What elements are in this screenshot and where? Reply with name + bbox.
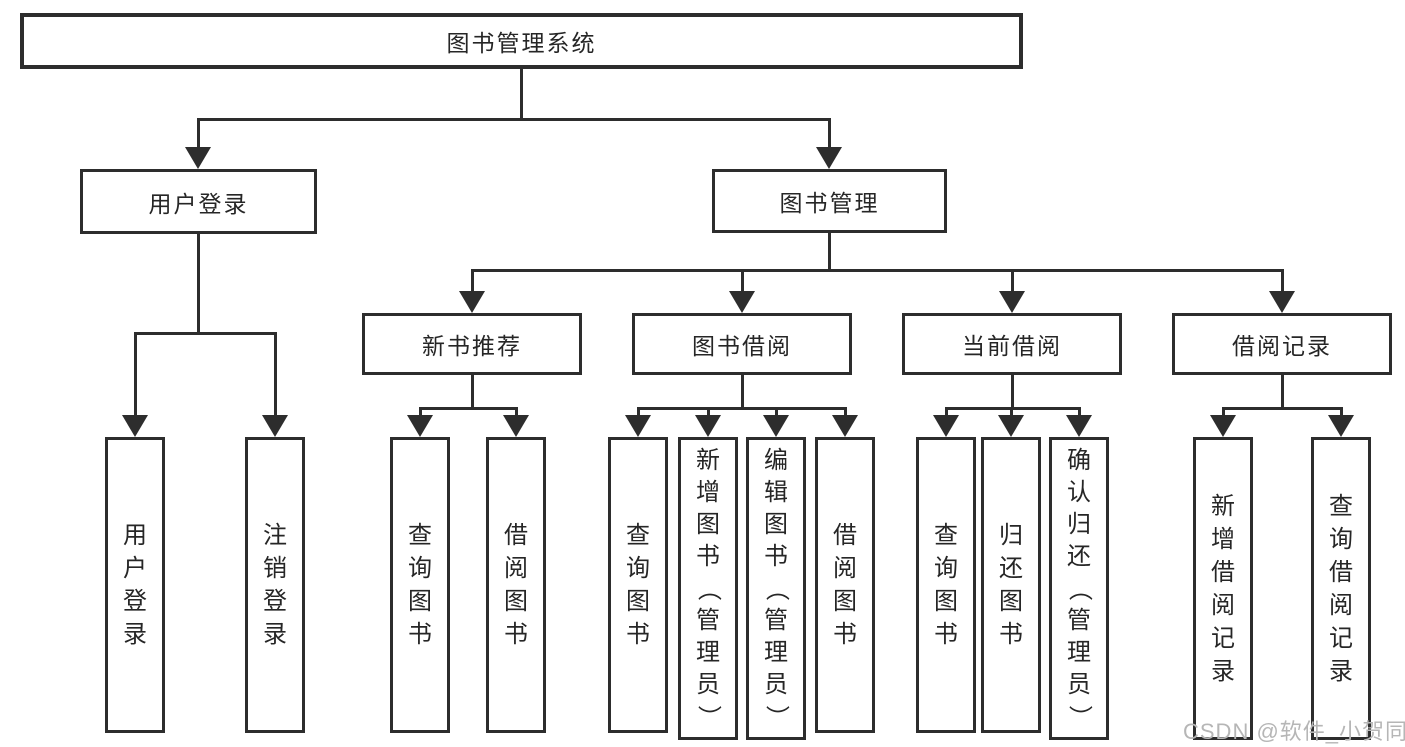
node-book-borrow: 图书借阅 [632, 313, 852, 375]
watermark: CSDN @软件_小贺同学 [1183, 719, 1405, 744]
node-borrow-records: 借阅记录 [1172, 313, 1392, 375]
node-root: 图书管理系统 [20, 13, 1023, 69]
connector-line [827, 119, 831, 149]
node-label-vertical: 确认归还（管理员） [1066, 446, 1093, 729]
node-label: 图书管理系统 [446, 30, 597, 56]
connector-line [774, 408, 778, 417]
node-label-vertical: 编辑图书（管理员） [763, 446, 790, 729]
connector-line [843, 408, 847, 417]
node-label-vertical: 查询图书 [626, 522, 650, 648]
connector-line [827, 233, 831, 272]
node-leaf-add-borrow-record: 新增借阅记录 [1193, 437, 1253, 740]
node-leaf-borrow-book-recommend: 借阅图书 [486, 437, 546, 733]
node-label: 新书推荐 [422, 333, 522, 359]
node-label: 用户登录 [148, 190, 249, 217]
connector-line [1009, 408, 1013, 417]
connector-line [1077, 408, 1081, 417]
node-leaf-user-login: 用户登录 [105, 437, 165, 733]
node-leaf-query-borrow-record: 查询借阅记录 [1311, 437, 1371, 740]
arrow-down-icon [459, 291, 485, 313]
node-label-vertical: 用户登录 [123, 522, 147, 648]
connector-line [273, 333, 277, 417]
node-label-vertical: 借阅图书 [833, 522, 857, 648]
arrow-down-icon [1269, 291, 1295, 313]
arrow-down-icon [832, 415, 858, 437]
connector-line [196, 234, 200, 335]
connector-line [418, 406, 518, 410]
connector-line [706, 408, 710, 417]
connector-line [133, 333, 137, 417]
connector-line [740, 270, 744, 293]
node-leaf-query-book-recommend: 查询图书 [390, 437, 450, 733]
connector-line [133, 331, 277, 335]
node-book-manage: 图书管理 [712, 169, 947, 233]
arrow-down-icon [625, 415, 651, 437]
connector-line [1221, 408, 1225, 417]
connector-line [1280, 375, 1284, 410]
node-label: 图书借阅 [692, 333, 792, 359]
node-leaf-confirm-return-admin: 确认归还（管理员） [1049, 437, 1109, 740]
arrow-down-icon [262, 415, 288, 437]
arrow-down-icon [122, 415, 148, 437]
node-label-vertical: 新增借阅记录 [1211, 492, 1235, 685]
node-label-vertical: 注销登录 [263, 522, 287, 648]
arrow-down-icon [933, 415, 959, 437]
connector-line [470, 270, 474, 293]
node-label-vertical: 查询图书 [934, 522, 958, 648]
node-label-vertical: 借阅图书 [504, 522, 528, 648]
arrow-down-icon [1210, 415, 1236, 437]
connector-line [470, 375, 474, 410]
arrow-down-icon [729, 291, 755, 313]
node-leaf-borrow-book-borrow: 借阅图书 [815, 437, 875, 733]
arrow-down-icon [816, 147, 842, 169]
node-current-borrow: 当前借阅 [902, 313, 1122, 375]
node-label: 当前借阅 [962, 333, 1062, 359]
connector-line [1010, 270, 1014, 293]
connector-line [944, 406, 1081, 410]
connector-line [519, 69, 523, 121]
connector-line [1010, 375, 1014, 410]
node-user-login: 用户登录 [80, 169, 317, 234]
connector-line [1280, 270, 1284, 293]
arrow-down-icon [1066, 415, 1092, 437]
connector-line [636, 408, 640, 417]
arrow-down-icon [763, 415, 789, 437]
node-leaf-query-book-borrow: 查询图书 [608, 437, 668, 733]
connector-line [740, 375, 744, 410]
connector-line [196, 117, 831, 121]
arrow-down-icon [185, 147, 211, 169]
arrow-down-icon [695, 415, 721, 437]
arrow-down-icon [999, 291, 1025, 313]
node-new-book-recommend: 新书推荐 [362, 313, 582, 375]
node-label: 借阅记录 [1232, 333, 1332, 359]
node-label-vertical: 查询图书 [408, 522, 432, 648]
node-label-vertical: 归还图书 [999, 522, 1023, 648]
arrow-down-icon [998, 415, 1024, 437]
connector-line [418, 408, 422, 417]
node-label-vertical: 新增图书（管理员） [695, 446, 722, 729]
node-leaf-add-book-admin: 新增图书（管理员） [678, 437, 738, 740]
connector-line [514, 408, 518, 417]
connector-line [944, 408, 948, 417]
connector-line [1221, 406, 1343, 410]
arrow-down-icon [407, 415, 433, 437]
node-label-vertical: 查询借阅记录 [1329, 492, 1353, 685]
arrow-down-icon [503, 415, 529, 437]
node-leaf-query-book-current: 查询图书 [916, 437, 976, 733]
connector-line [196, 119, 200, 149]
node-leaf-edit-book-admin: 编辑图书（管理员） [746, 437, 806, 740]
connector-line [636, 406, 847, 410]
node-leaf-logout: 注销登录 [245, 437, 305, 733]
arrow-down-icon [1328, 415, 1354, 437]
node-leaf-return-book: 归还图书 [981, 437, 1041, 733]
connector-line [1339, 408, 1343, 417]
node-label: 图书管理 [779, 190, 880, 216]
connector-line [470, 268, 1284, 272]
